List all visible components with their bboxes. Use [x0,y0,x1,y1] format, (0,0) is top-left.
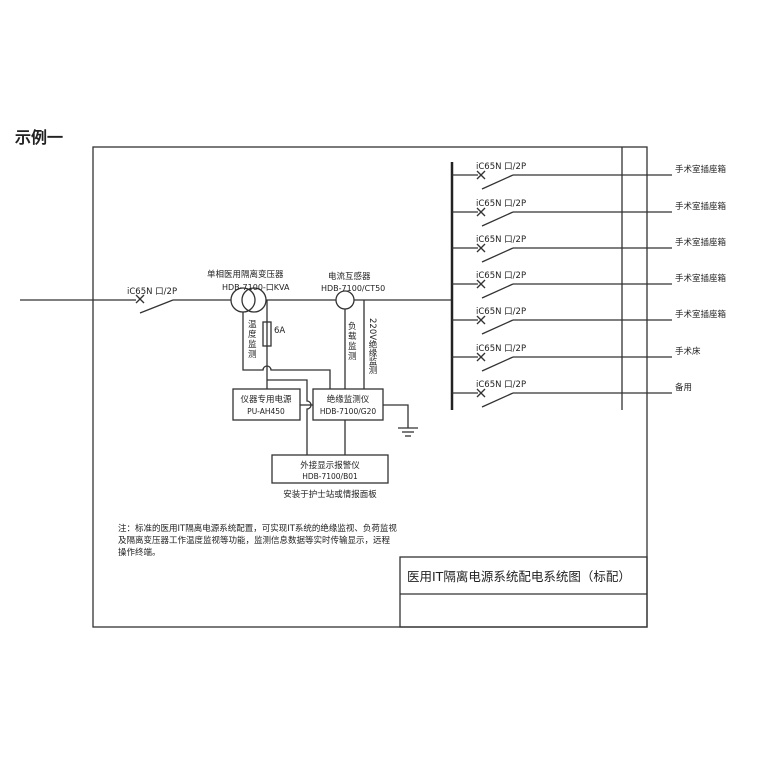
transformer-name: 单相医用隔离变压器 [207,269,284,280]
branch-load-label: 手术室插座箱 [675,309,727,320]
temp-monitor-label: 温度监测 [248,320,257,360]
ct-name: 电流互感器 [328,271,371,282]
fuse-icon [262,321,272,347]
main-line [20,299,452,314]
branch-breaker-label: iC65N 口/2P [476,307,526,317]
note-text: 注：标准的医用IT隔离电源系统配置，可实现IT系统的绝缘监视、负荷监视及隔离变压… [118,524,397,558]
load-monitor-label: 负载监测 [348,322,357,362]
breaker-x-icon [135,294,145,304]
breaker-x-icon [476,279,486,289]
branch-circuit: iC65N 口/2P 手术床 [452,344,701,372]
alarm-model: HDB-7100/B01 [302,472,358,481]
current-transformer-icon [335,290,355,310]
branch-circuit: iC65N 口/2P 手术室插座箱 [452,199,727,227]
switch-contact-icon [481,247,514,263]
branch-circuit: iC65N 口/2P 手术室插座箱 [452,235,727,263]
alarm-name: 外接显示报警仪 [300,460,360,471]
switch-contact-icon [481,174,514,190]
branch-breaker-label: iC65N 口/2P [476,344,526,354]
power-supply-name: 仪器专用电源 [240,394,292,405]
title-block [399,556,648,628]
alarm-box [271,454,389,484]
branch-breaker-label: iC65N 口/2P [476,271,526,281]
branch-load-label: 手术室插座箱 [675,273,727,284]
branch-circuit: iC65N 口/2P 备用 [452,380,692,408]
breaker-x-icon [476,243,486,253]
branch-breaker-label: iC65N 口/2P [476,162,526,172]
branch-circuit: iC65N 口/2P 手术室插座箱 [452,307,727,335]
frame [92,146,648,628]
switch-contact-icon [481,392,514,408]
heading: 示例一 [15,128,63,147]
power-supply-box [232,388,301,421]
switch-contact-icon [481,283,514,299]
breaker-x-icon [476,170,486,180]
branch-breaker-label: iC65N 口/2P [476,235,526,245]
branch-circuit: iC65N 口/2P 手术室插座箱 [452,162,727,190]
insulation-device-name: 绝缘监测仪 [327,394,370,405]
fuse-label: 6A [274,326,285,336]
branch-load-label: 手术室插座箱 [675,164,727,175]
temp-wire [242,312,331,389]
breaker-x-icon [476,388,486,398]
switch-contact-icon [481,211,514,227]
ground-icon [398,427,418,437]
transformer-model: HDB-7100-口KVA [222,283,290,292]
branch-load-label: 手术床 [675,346,701,357]
switch-contact-icon [481,356,514,372]
branch-circuit: iC65N 口/2P 手术室插座箱 [452,271,727,299]
alarm-note: 安装于护士站或情报面板 [283,489,377,500]
insulation-220-label: 220V绝缘监测 [367,318,377,375]
branch-breaker-label: iC65N 口/2P [476,199,526,209]
insulation-monitor-box [312,388,384,421]
power-supply-model: PU-AH450 [247,407,285,416]
breaker-x-icon [476,315,486,325]
branch-load-label: 手术室插座箱 [675,201,727,212]
breaker-x-icon [476,207,486,217]
ground-wire [383,404,409,428]
branch-breaker-label: iC65N 口/2P [476,380,526,390]
branch-load-label: 备用 [675,382,692,393]
insulation-device-model: HDB-7100/G20 [320,407,376,416]
main-breaker-label: iC65N 口/2P [127,287,177,297]
title-block-text: 医用IT隔离电源系统配电系统图（标配） [407,569,631,584]
branch-load-label: 手术室插座箱 [675,237,727,248]
ct-model: HDB-7100/CT50 [321,284,385,293]
switch-contact-icon [481,319,514,335]
breaker-x-icon [476,352,486,362]
alarm-supply-wire [267,379,312,455]
